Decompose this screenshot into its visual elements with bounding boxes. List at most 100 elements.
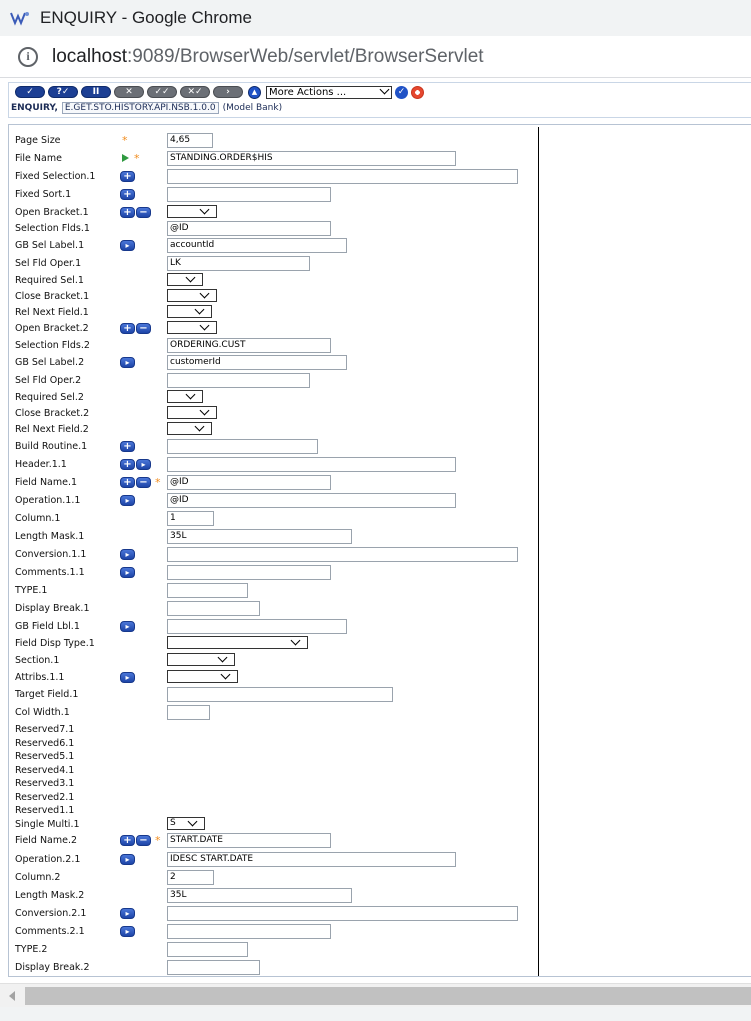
open-bracket-2-select[interactable] <box>167 320 217 334</box>
selection-flds-2-input[interactable]: ORDERING.CUST <box>167 338 331 353</box>
gb-sel-label-2-input[interactable]: customerId <box>167 355 347 370</box>
field-row-operation-1-1: Operation.1.1▸@ID <box>9 493 534 508</box>
expand-subvalue-icon[interactable]: ▸ <box>120 356 135 368</box>
add-multivalue-icon[interactable]: + <box>120 206 135 218</box>
chevron-down-icon <box>185 389 196 400</box>
add-multivalue-icon[interactable]: + <box>120 188 135 200</box>
expand-subvalue-icon[interactable]: ▸ <box>120 671 135 683</box>
reverse-button[interactable]: ✕✓ <box>180 86 210 98</box>
comments-1-1-input[interactable] <box>167 565 331 580</box>
expand-subvalue-icon[interactable]: ▸ <box>120 925 135 937</box>
remove-multivalue-icon[interactable]: − <box>136 834 151 846</box>
validate-button[interactable]: ✓ <box>15 86 45 98</box>
display-break-2-input[interactable] <box>167 960 260 975</box>
open-bracket-1-select[interactable] <box>167 204 217 218</box>
field-row-operation-2-1: Operation.2.1▸IDESC START.DATE <box>9 852 534 867</box>
remove-multivalue-icon[interactable]: − <box>136 322 151 334</box>
conversion-2-1-input[interactable] <box>167 906 518 921</box>
field-row-comments-1-1: Comments.1.1▸ <box>9 565 534 580</box>
close-bracket-1-select[interactable] <box>167 288 217 302</box>
field-name-2-input[interactable]: START.DATE <box>167 833 331 848</box>
field-label: Column.2 <box>15 872 61 883</box>
query-button[interactable]: ?✓ <box>48 86 78 98</box>
authorise-button[interactable]: ✓✓ <box>147 86 177 98</box>
expand-subvalue-icon[interactable]: ▸ <box>120 620 135 632</box>
column-2-input[interactable]: 2 <box>167 870 214 885</box>
next-button[interactable]: › <box>213 86 243 98</box>
build-routine-1-input[interactable] <box>167 439 318 454</box>
expand-subvalue-icon[interactable]: ▸ <box>120 853 135 865</box>
add-multivalue-icon[interactable]: + <box>120 458 135 470</box>
comments-2-1-input[interactable] <box>167 924 331 939</box>
add-multivalue-icon[interactable]: + <box>120 440 135 452</box>
close-bracket-2-select[interactable] <box>167 405 217 419</box>
type-2-input[interactable] <box>167 942 248 957</box>
scrollbar-thumb[interactable] <box>25 987 751 1005</box>
window-bottom-edge <box>0 1007 751 1021</box>
sel-fld-oper-2-input[interactable] <box>167 373 310 388</box>
required-sel-1-select[interactable] <box>167 272 203 286</box>
field-label: Header.1.1 <box>15 459 67 470</box>
length-mask-2-input[interactable]: 35L <box>167 888 352 903</box>
expand-subvalue-icon[interactable]: ▸ <box>120 566 135 578</box>
add-multivalue-icon[interactable]: + <box>120 170 135 182</box>
fixed-sort-1-input[interactable] <box>167 187 331 202</box>
field-row-close-bracket-2: Close Bracket.2 <box>9 405 534 420</box>
rel-next-field-1-select[interactable] <box>167 304 212 318</box>
rel-next-field-2-select[interactable] <box>167 421 212 435</box>
field-row-display-break-1: Display Break.1 <box>9 601 534 616</box>
expand-subvalue-icon[interactable]: ▸ <box>120 239 135 251</box>
file-name-input[interactable]: STANDING.ORDER$HIS <box>167 151 456 166</box>
add-multivalue-icon[interactable]: + <box>120 476 135 488</box>
site-info-icon[interactable]: i <box>18 46 38 67</box>
expand-subvalue-icon[interactable]: ▸ <box>120 494 135 506</box>
field-label: Reserved5.1 <box>15 751 75 762</box>
field-label: Field Name.2 <box>15 835 78 846</box>
page-size-input[interactable]: 4,65 <box>167 133 213 148</box>
up-arrow-icon[interactable]: ▲ <box>248 85 261 99</box>
display-break-1-input[interactable] <box>167 601 260 616</box>
add-multivalue-icon[interactable]: + <box>120 322 135 334</box>
address-bar[interactable]: i localhost:9089/BrowserWeb/servlet/Brow… <box>0 36 751 78</box>
field-action-icons: +− <box>120 206 152 218</box>
field-name-1-input[interactable]: @ID <box>167 475 331 490</box>
field-row-target-field-1: Target Field.1 <box>9 687 534 702</box>
header-1-1-input[interactable] <box>167 457 456 472</box>
delete-button[interactable]: ✕ <box>114 86 144 98</box>
go-check-icon[interactable]: ✓ <box>395 85 408 99</box>
field-disp-type-1-select[interactable] <box>167 635 308 649</box>
fixed-selection-1-input[interactable] <box>167 169 518 184</box>
horizontal-scrollbar[interactable] <box>0 983 751 1007</box>
required-sel-2-select[interactable] <box>167 389 203 403</box>
single-multi-1-select[interactable]: S <box>167 816 205 830</box>
sel-fld-oper-1-input[interactable]: LK <box>167 256 310 271</box>
type-1-input[interactable] <box>167 583 248 598</box>
scroll-left-icon[interactable] <box>9 991 15 1001</box>
operation-2-1-input[interactable]: IDESC START.DATE <box>167 852 456 867</box>
selection-flds-1-input[interactable]: @ID <box>167 221 331 236</box>
field-label: File Name <box>15 153 62 164</box>
help-lifebuoy-icon[interactable] <box>411 85 424 99</box>
gb-field-lbl-1-input[interactable] <box>167 619 347 634</box>
target-field-1-input[interactable] <box>167 687 393 702</box>
add-multivalue-icon[interactable]: + <box>120 834 135 846</box>
remove-multivalue-icon[interactable]: − <box>136 476 151 488</box>
more-actions-select[interactable]: More Actions ... <box>266 84 392 99</box>
gb-sel-label-1-input[interactable]: accountId <box>167 238 347 253</box>
conversion-1-1-input[interactable] <box>167 547 518 562</box>
hold-button[interactable]: II <box>81 86 111 98</box>
attribs-1-1-select[interactable] <box>167 669 238 683</box>
section-1-select[interactable] <box>167 652 235 666</box>
dropdown-list-icon[interactable] <box>122 154 129 162</box>
col-width-1-input[interactable] <box>167 705 210 720</box>
expand-subvalue-icon[interactable]: ▸ <box>136 458 151 470</box>
operation-1-1-input[interactable]: @ID <box>167 493 456 508</box>
expand-subvalue-icon[interactable]: ▸ <box>120 548 135 560</box>
field-row-reserved6-1: Reserved6.1 <box>9 736 534 750</box>
length-mask-1-input[interactable]: 35L <box>167 529 352 544</box>
column-1-input[interactable]: 1 <box>167 511 214 526</box>
expand-subvalue-icon[interactable]: ▸ <box>120 907 135 919</box>
remove-multivalue-icon[interactable]: − <box>136 206 151 218</box>
field-row-sel-fld-oper-2: Sel Fld Oper.2 <box>9 373 534 388</box>
url-text[interactable]: localhost:9089/BrowserWeb/servlet/Browse… <box>52 46 484 68</box>
